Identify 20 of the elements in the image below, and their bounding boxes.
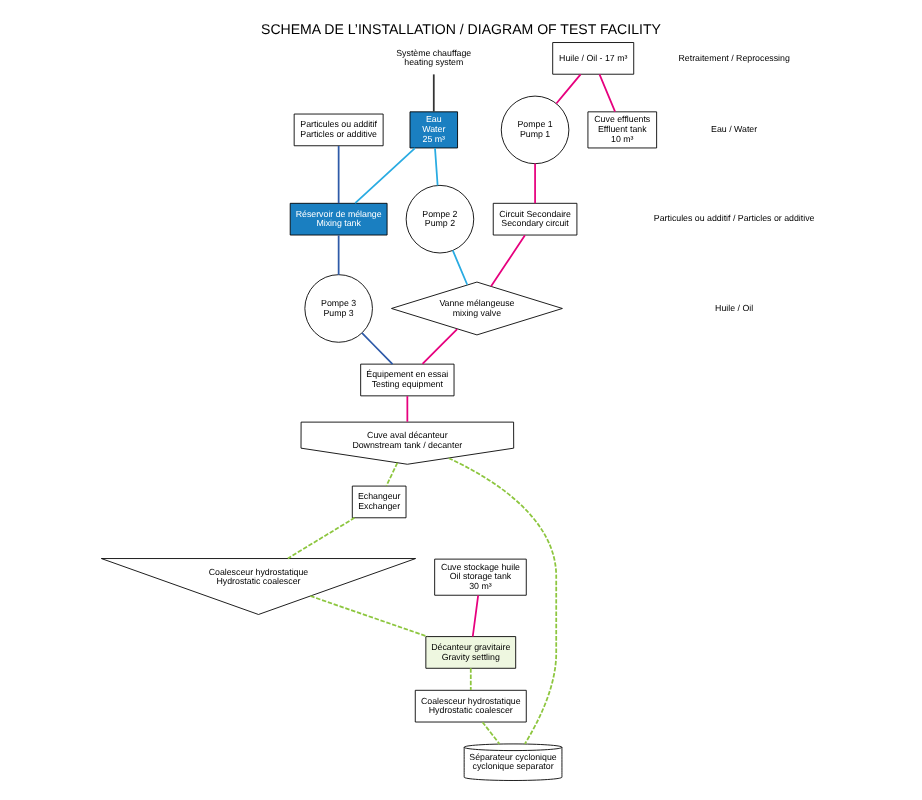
connector — [434, 147, 439, 187]
connector — [421, 328, 459, 365]
connector — [354, 147, 416, 204]
connector — [385, 462, 399, 487]
connector — [469, 667, 472, 691]
connector — [337, 145, 340, 205]
connector — [406, 395, 409, 423]
connector — [309, 595, 429, 638]
connector — [361, 332, 394, 365]
connector — [286, 517, 356, 560]
connector — [451, 249, 469, 286]
connector — [337, 234, 340, 276]
connector — [598, 73, 616, 113]
connector — [490, 234, 526, 288]
connector — [471, 594, 480, 638]
connector — [481, 721, 501, 745]
connector — [432, 73, 435, 113]
connector — [447, 457, 558, 745]
connector — [555, 73, 582, 105]
connector — [534, 162, 536, 205]
